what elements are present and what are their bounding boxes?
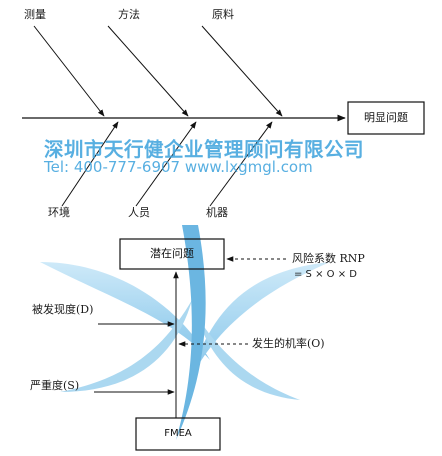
fmea-box [135, 417, 221, 451]
occurrence-label: 发生的机率(O) [252, 337, 325, 350]
bone-method [107, 25, 189, 117]
cause-label-environment: 环境 [48, 206, 70, 219]
potential-problem-label: 潜在问题 [150, 247, 194, 260]
bone-machine [209, 121, 273, 207]
bone-measurement [33, 25, 105, 117]
watermark-company: 深圳市天行健企业管理顾问有限公司 [44, 138, 365, 161]
detection-label: 被发现度(D) [32, 303, 94, 316]
cause-label-measurement: 测量 [24, 8, 46, 21]
cause-label-material: 原料 [212, 8, 234, 21]
watermark-emblem [40, 225, 330, 440]
watermark-contact: Tel: 400-777-6907 www.lxgmgl.com [44, 158, 313, 176]
fmea-label: FMEA [164, 428, 192, 439]
severity-label: 严重度(S) [30, 379, 80, 392]
effect-label: 明显问题 [364, 111, 408, 124]
cause-label-people: 人员 [128, 206, 150, 219]
bone-environment [61, 121, 119, 207]
cause-label-method: 方法 [118, 8, 140, 21]
bone-material [201, 25, 283, 117]
rpn-formula: = S × O × D [294, 269, 357, 280]
effect-box [347, 101, 425, 135]
cause-label-machine: 机器 [206, 206, 228, 219]
rpn-title: 风险系数 RNP [292, 252, 365, 265]
bone-people [135, 121, 197, 207]
potential-problem-box [119, 238, 225, 270]
